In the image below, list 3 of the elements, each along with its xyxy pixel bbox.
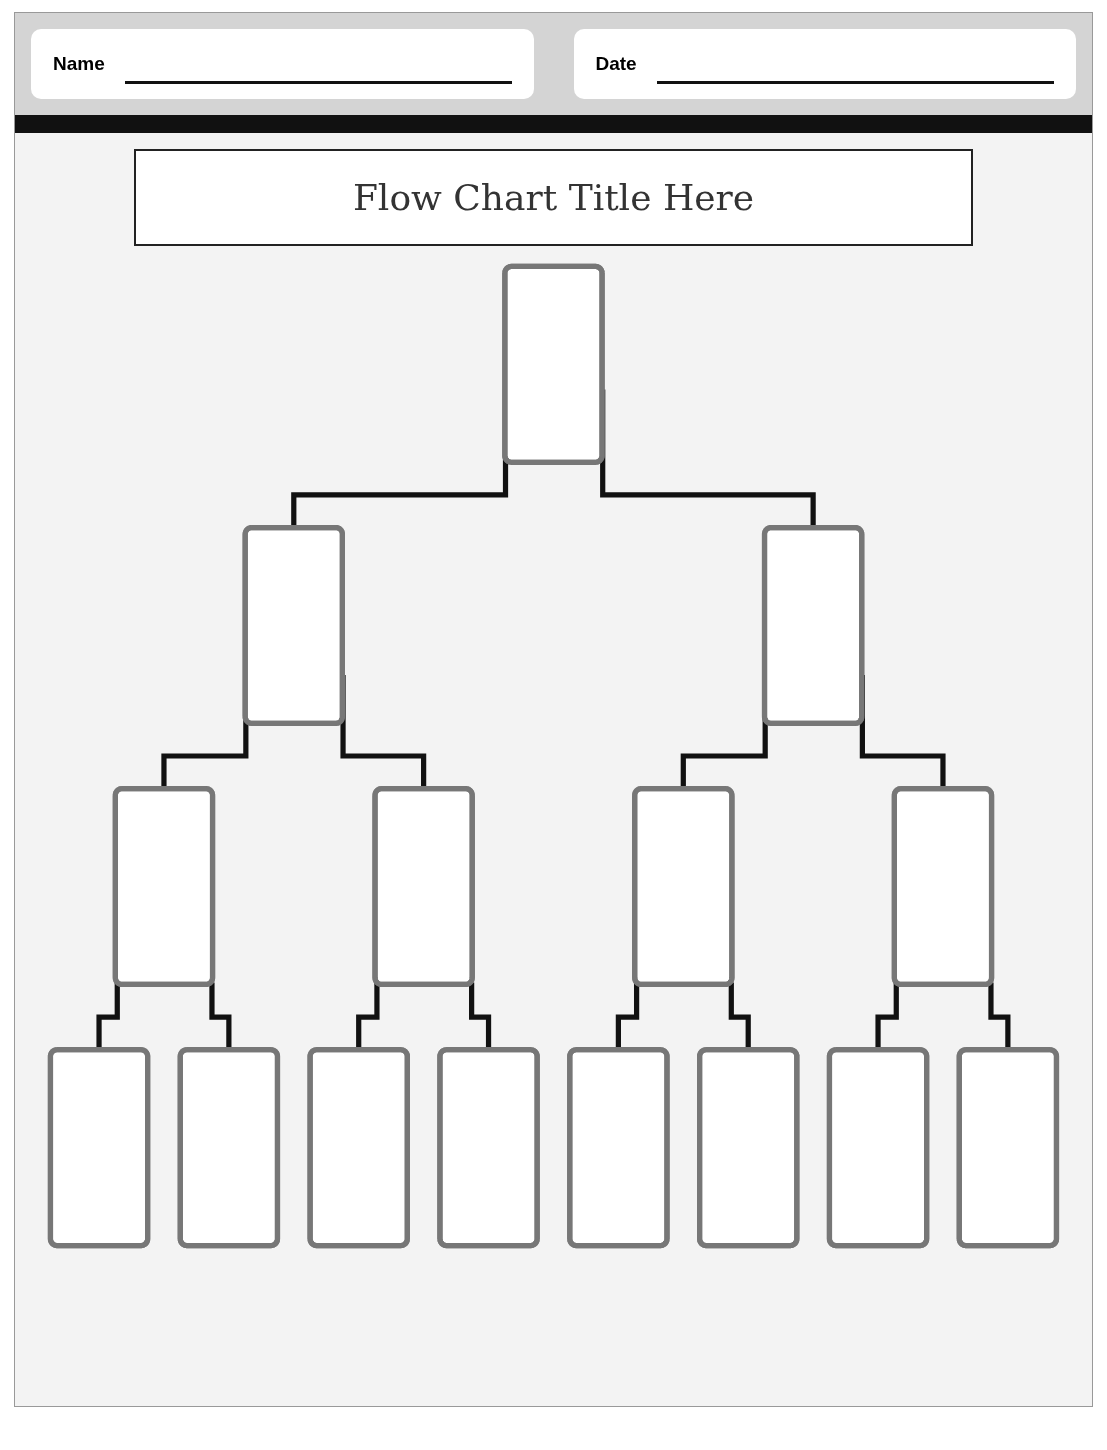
field-label: Name bbox=[53, 53, 105, 75]
field-label: Date bbox=[595, 53, 637, 75]
title-banner: Flow Chart Title Here bbox=[134, 149, 973, 246]
